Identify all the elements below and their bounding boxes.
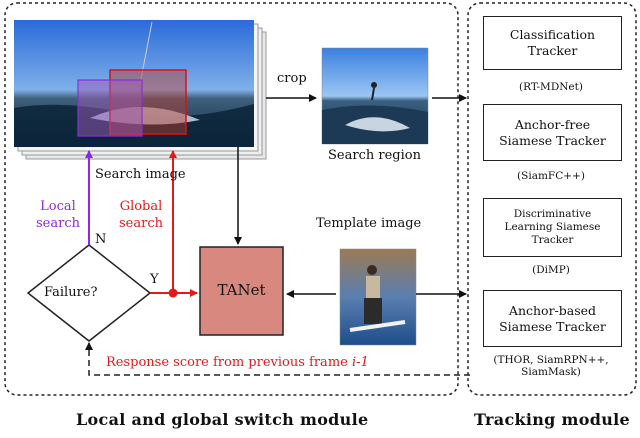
yes-label: Y [150,272,159,287]
tracking-module-title: Tracking module [474,410,631,429]
crop-label: crop [277,71,307,86]
tanet-box [199,246,284,336]
classification-tracker-example: (RT-MDNet) [519,81,583,93]
tanet-label: TANet [217,281,266,299]
classification-tracker-box: Classification Tracker [483,16,622,70]
failure-label: Failure? [44,285,98,300]
failure-diamond [26,244,152,342]
template-image [339,248,417,346]
global-search-label: Global search [119,199,163,231]
junction-dot [168,288,178,298]
no-label: N [95,232,107,247]
template-image-caption: Template image [316,216,422,231]
discriminative-tracker-example: (DiMP) [532,264,570,276]
anchor-free-tracker-example: (SiamFC++) [517,170,585,182]
anchor-based-tracker-box: Anchor-based Siamese Tracker [483,290,622,347]
anchor-based-tracker-example: (THOR, SiamRPN++, SiamMask) [493,354,609,378]
discriminative-tracker-box: Discriminative Learning Siamese Tracker [483,198,622,257]
local-search-box [77,79,143,137]
search-image-stack [14,20,267,160]
response-score-label: Response score from previous frame [106,355,352,370]
switch-module-frame [4,2,459,396]
search-region-caption: Search region [328,148,421,163]
response-frame-index: i-1 [351,355,369,370]
local-search-label: Local search [36,199,80,231]
anchor-free-tracker-box: Anchor-free Siamese Tracker [483,104,622,161]
search-image-caption: Search image [95,167,186,182]
response-score-text: Response score from previous frame i-1 [106,355,369,370]
search-region-image [321,47,429,145]
switch-module-title: Local and global switch module [76,410,369,429]
tracking-module-frame [467,2,637,396]
